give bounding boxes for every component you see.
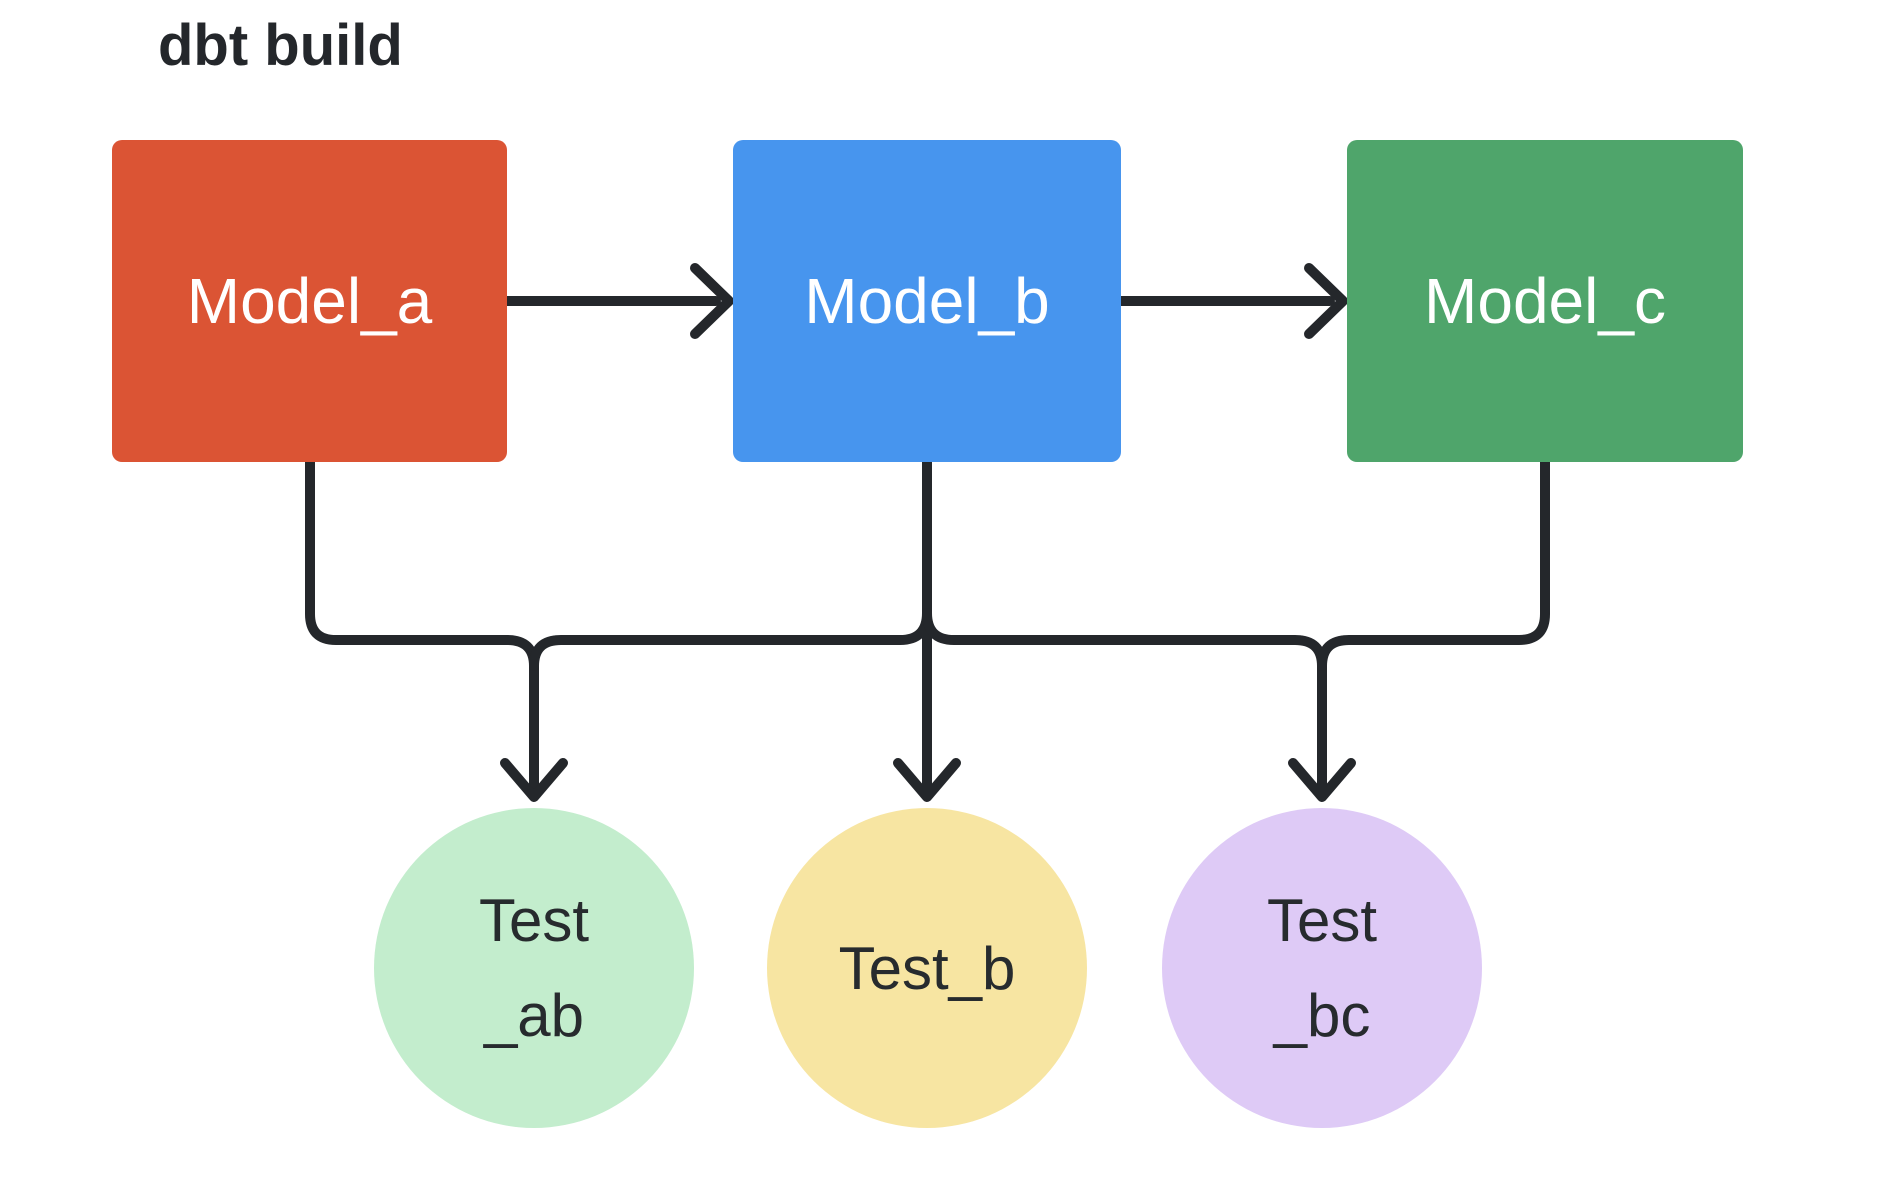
node-test-ab: Test _ab bbox=[374, 808, 694, 1128]
node-model-b: Model_b bbox=[733, 140, 1121, 462]
edge-test-ab-arrowhead-icon bbox=[500, 758, 568, 802]
edge-model-b-to-model-c-arrowhead-icon bbox=[1304, 263, 1348, 339]
node-test-bc-label-line1: Test bbox=[1266, 887, 1378, 954]
node-test-b: Test_b bbox=[767, 808, 1087, 1128]
bus-segment-left bbox=[529, 608, 932, 671]
node-test-bc-label-line2: _bc bbox=[1273, 982, 1371, 1049]
edge-model-a-to-model-b-arrowhead-icon bbox=[690, 263, 734, 339]
node-test-b-label-line1: Test_b bbox=[838, 934, 1016, 1002]
node-model-a-label: Model_a bbox=[186, 265, 433, 337]
node-model-b-label: Model_b bbox=[804, 265, 1050, 337]
edge-model-a-to-bus-and-test-ab bbox=[305, 457, 539, 794]
edge-test-b-arrowhead-icon bbox=[893, 758, 961, 802]
diagram-title: dbt build bbox=[158, 13, 403, 78]
node-model-c-label: Model_c bbox=[1424, 265, 1666, 337]
edge-test-bc-arrowhead-icon bbox=[1288, 758, 1356, 802]
node-test-bc: Test _bc bbox=[1162, 808, 1482, 1128]
node-test-ab-label-line2: _ab bbox=[483, 982, 585, 1049]
node-model-c: Model_c bbox=[1347, 140, 1743, 462]
node-test-ab-label-line1: Test bbox=[478, 887, 590, 954]
bus-segment-right bbox=[922, 608, 1327, 794]
node-model-a: Model_a bbox=[112, 140, 507, 462]
edge-model-c-to-bus bbox=[1317, 457, 1550, 671]
